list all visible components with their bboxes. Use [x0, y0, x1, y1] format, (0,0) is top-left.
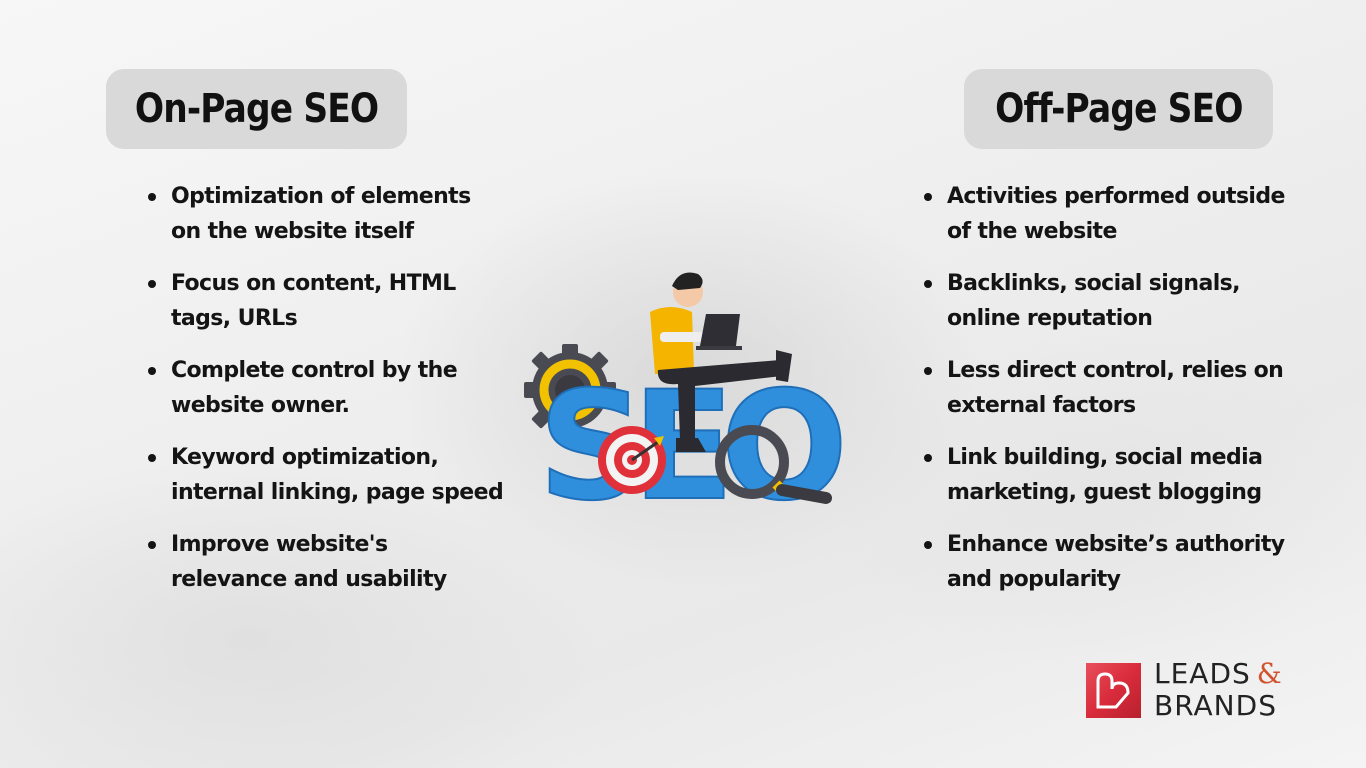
- magnifier-icon: [715, 425, 832, 504]
- bullet-icon: [924, 193, 932, 201]
- bullet-icon: [924, 367, 932, 375]
- on-page-seo-list: Optimization of elements on the website …: [146, 179, 506, 614]
- bullet-icon: [148, 193, 156, 201]
- bullet-icon: [148, 454, 156, 462]
- logo-mark-icon: [1086, 663, 1141, 718]
- bullet-icon: [148, 541, 156, 549]
- bullet-icon: [924, 454, 932, 462]
- list-item: Activities performed outside of the webs…: [922, 179, 1302, 266]
- list-item: Complete control by the website owner.: [146, 353, 506, 440]
- on-page-seo-heading: On-Page SEO: [106, 69, 407, 149]
- off-page-seo-heading: Off-Page SEO: [964, 69, 1273, 149]
- list-item: Optimization of elements on the website …: [146, 179, 506, 266]
- on-page-seo-title: On-Page SEO: [134, 86, 379, 132]
- bullet-icon: [924, 280, 932, 288]
- list-item: Improve website's relevance and usabilit…: [146, 527, 506, 614]
- list-item: Less direct control, relies on external …: [922, 353, 1302, 440]
- list-item: Backlinks, social signals, online reputa…: [922, 266, 1302, 353]
- list-item: Focus on content, HTML tags, URLs: [146, 266, 506, 353]
- bullet-icon: [924, 541, 932, 549]
- seo-person-laptop-icon: SEO: [524, 272, 855, 535]
- list-item: Link building, social media marketing, g…: [922, 440, 1302, 527]
- seo-illustration: SEO: [520, 262, 855, 535]
- bullet-icon: [148, 367, 156, 375]
- leads-and-brands-logo[interactable]: LEADS& BRANDS: [1086, 658, 1286, 722]
- person-icon: [650, 272, 792, 452]
- off-page-seo-title: Off-Page SEO: [994, 86, 1243, 132]
- off-page-seo-list: Activities performed outside of the webs…: [922, 179, 1302, 614]
- list-item: Keyword optimization, internal linking, …: [146, 440, 506, 527]
- logo-text: LEADS& BRANDS: [1154, 657, 1283, 722]
- gear-icon: [524, 344, 616, 436]
- seo-letters: SEO: [538, 360, 840, 512]
- target-icon: [598, 426, 666, 494]
- bullet-icon: [148, 280, 156, 288]
- list-item: Enhance website’s authority and populari…: [922, 527, 1302, 614]
